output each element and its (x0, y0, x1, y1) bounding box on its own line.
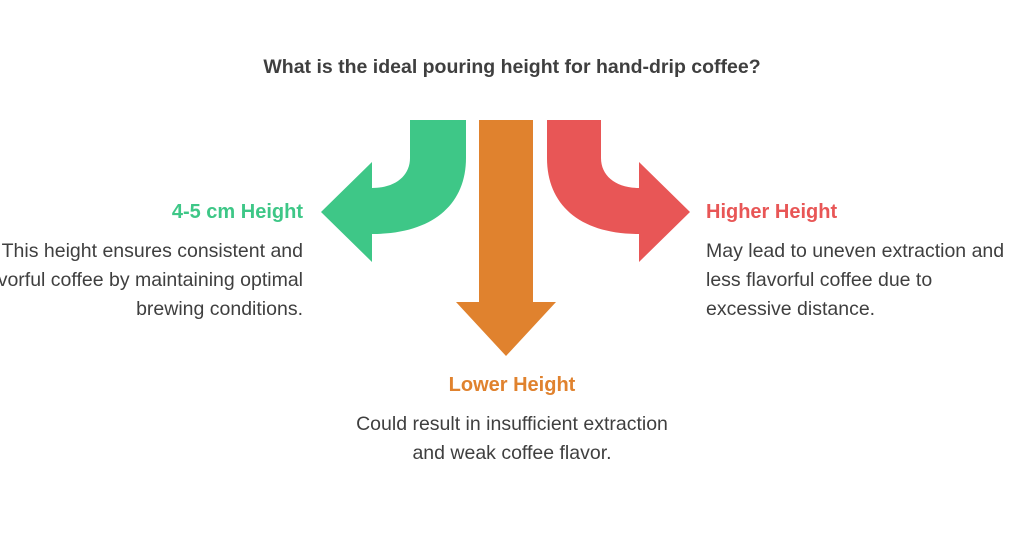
option-description-lower: Could result in insufficient extraction … (356, 413, 668, 464)
option-heading-4-5cm: 4-5 cm Height (171, 201, 303, 223)
option-description-higher: May lead to uneven extraction and less f… (706, 240, 1005, 320)
red-right-arrow (547, 120, 690, 262)
question-title: What is the ideal pouring height for han… (263, 56, 761, 78)
option-description-4-5cm: This height ensures consistent and flavo… (0, 240, 303, 320)
option-heading-lower: Lower Height (448, 374, 576, 396)
option-heading-higher: Higher Height (706, 201, 838, 223)
orange-down-arrow (456, 120, 556, 356)
green-left-arrow (321, 120, 466, 262)
